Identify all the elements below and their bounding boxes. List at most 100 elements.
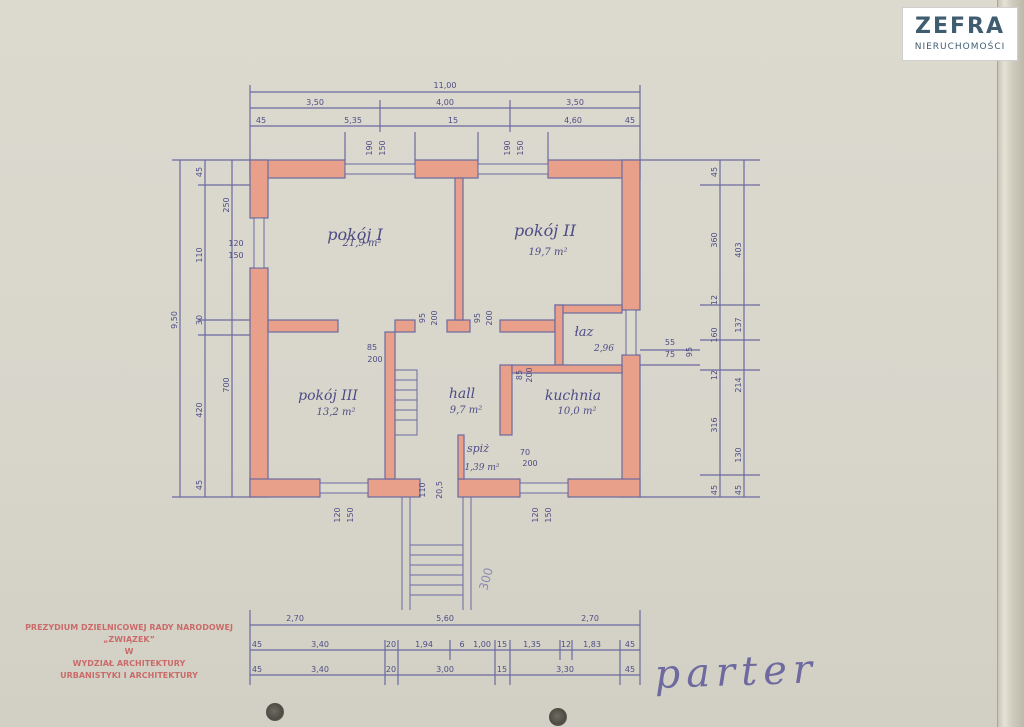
dim-label: 160: [710, 327, 719, 342]
stairs: [394, 369, 472, 610]
dim-label: 45: [625, 116, 635, 125]
dim-label: 75: [665, 350, 675, 359]
dim-label: 190: [503, 140, 512, 155]
dim-label: 20: [386, 665, 396, 674]
dim-label: 4,60: [564, 116, 582, 125]
dim-label: 45: [734, 485, 743, 495]
dimension-lines: [172, 85, 760, 685]
dim-label: 20,5: [435, 481, 444, 499]
dim-label: 1,00: [473, 640, 491, 649]
punch-hole: [549, 708, 567, 726]
dim-label: 55: [665, 338, 675, 347]
dim-label: 250: [222, 197, 231, 212]
dim-label: 1,35: [523, 640, 541, 649]
dim-label: 15: [448, 116, 458, 125]
room-area: 1,39 m²: [464, 463, 499, 473]
stamp-line: URBANISTYKI I ARCHITEKTURY: [60, 671, 198, 680]
room-area: 21,9 m²: [342, 238, 382, 249]
dim-label: 45: [195, 480, 204, 490]
dim-label: 3,30: [556, 665, 574, 674]
dim-label: 120: [228, 239, 243, 248]
dim-label: 3,40: [311, 665, 329, 674]
dim-label: 3,50: [306, 98, 324, 107]
dim-label: 45: [195, 167, 204, 177]
stamp-line: WYDZIAŁ ARCHITEKTURY: [72, 659, 186, 668]
windows: [253, 163, 637, 494]
room-name: spiż: [467, 442, 489, 455]
dim-label: 85: [367, 343, 377, 352]
dim-label: 360: [710, 232, 719, 247]
room-name: pokój III: [298, 388, 358, 404]
dim-label: 85: [515, 370, 524, 380]
room-area: 10,0 m²: [558, 406, 597, 417]
dim-label: 3,40: [311, 640, 329, 649]
dim-label: 150: [516, 140, 525, 155]
office-stamp: PREZYDIUM DZIELNICOWEJ RADY NARODOWEJ „Z…: [4, 622, 254, 682]
dim-label: 110: [418, 482, 427, 497]
dim-label: 95: [473, 313, 482, 323]
dim-label: 4,00: [436, 98, 454, 107]
dim-label: 11,00: [434, 81, 457, 90]
room-labels: pokój I 21,9 m² pokój II 19,7 m² pokój I…: [298, 221, 614, 473]
dim-label: 12: [710, 370, 719, 380]
room-name: pokój I: [327, 225, 383, 244]
dim-label: 137: [734, 317, 743, 332]
dim-label: 5,60: [436, 614, 454, 623]
dim-label: 150: [378, 140, 387, 155]
dim-label: 9,50: [170, 311, 179, 329]
dim-label: 420: [195, 402, 204, 417]
dim-label: 45: [625, 640, 635, 649]
dim-label: 120: [333, 507, 342, 522]
dim-label: 150: [346, 507, 355, 522]
dim-label: 15: [497, 665, 507, 674]
dim-label: 200: [485, 310, 494, 325]
dim-label: 15: [497, 640, 507, 649]
room-area: 19,7 m²: [529, 247, 568, 258]
dim-label: 200: [367, 355, 382, 364]
dim-label: 200: [430, 310, 439, 325]
dim-label: 3,00: [436, 665, 454, 674]
stamp-line: PREZYDIUM DZIELNICOWEJ RADY NARODOWEJ: [25, 623, 233, 632]
agency-logo: ZEFRA NIERUCHOMOŚCI: [902, 7, 1018, 61]
dimension-labels: 11,00 3,50 4,00 3,50 5,35 15 4,60 45 45 …: [170, 81, 743, 674]
dim-label: 12: [710, 295, 719, 305]
dim-label: 403: [734, 242, 743, 257]
dim-label: 45: [710, 485, 719, 495]
dim-label: 45: [252, 640, 262, 649]
dim-label: 1,83: [583, 640, 601, 649]
dim-label: 200: [525, 367, 534, 382]
dim-label: 316: [710, 417, 719, 432]
logo-subtitle: NIERUCHOMOŚCI: [914, 42, 1006, 52]
punch-hole: [266, 703, 284, 721]
walls: [249, 159, 641, 498]
dim-label: 120: [531, 507, 540, 522]
room-area: 13,2 m²: [317, 407, 356, 418]
dim-label: 1,94: [415, 640, 433, 649]
room-name: kuchnia: [545, 388, 601, 404]
dim-label: 45: [625, 665, 635, 674]
dim-label: 12: [561, 640, 571, 649]
dim-label: 2,70: [581, 614, 599, 623]
room-area: 9,7 m²: [450, 405, 483, 416]
room-name: pokój II: [514, 221, 577, 240]
dim-label: 5,35: [344, 116, 362, 125]
dim-label: 45: [256, 116, 266, 125]
dim-label: 70: [520, 448, 530, 457]
room-name: łaz: [575, 325, 594, 340]
dim-label: 150: [228, 251, 243, 260]
stamp-line: W: [124, 647, 134, 656]
dim-label: 2,70: [286, 614, 304, 623]
dim-label: 45: [710, 167, 719, 177]
floor-signature: parter: [654, 646, 819, 698]
dim-label: 95: [685, 347, 694, 357]
dim-label: 95: [418, 313, 427, 323]
dim-label: 200: [522, 459, 537, 468]
dim-label: 6: [459, 640, 464, 649]
room-name: hall: [449, 386, 475, 402]
dim-label: 300: [476, 566, 495, 592]
dim-label: 190: [365, 140, 374, 155]
dim-label: 3,50: [566, 98, 584, 107]
dim-label: 214: [734, 377, 743, 392]
page-edge: [997, 0, 1024, 727]
dim-label: 150: [544, 507, 553, 522]
